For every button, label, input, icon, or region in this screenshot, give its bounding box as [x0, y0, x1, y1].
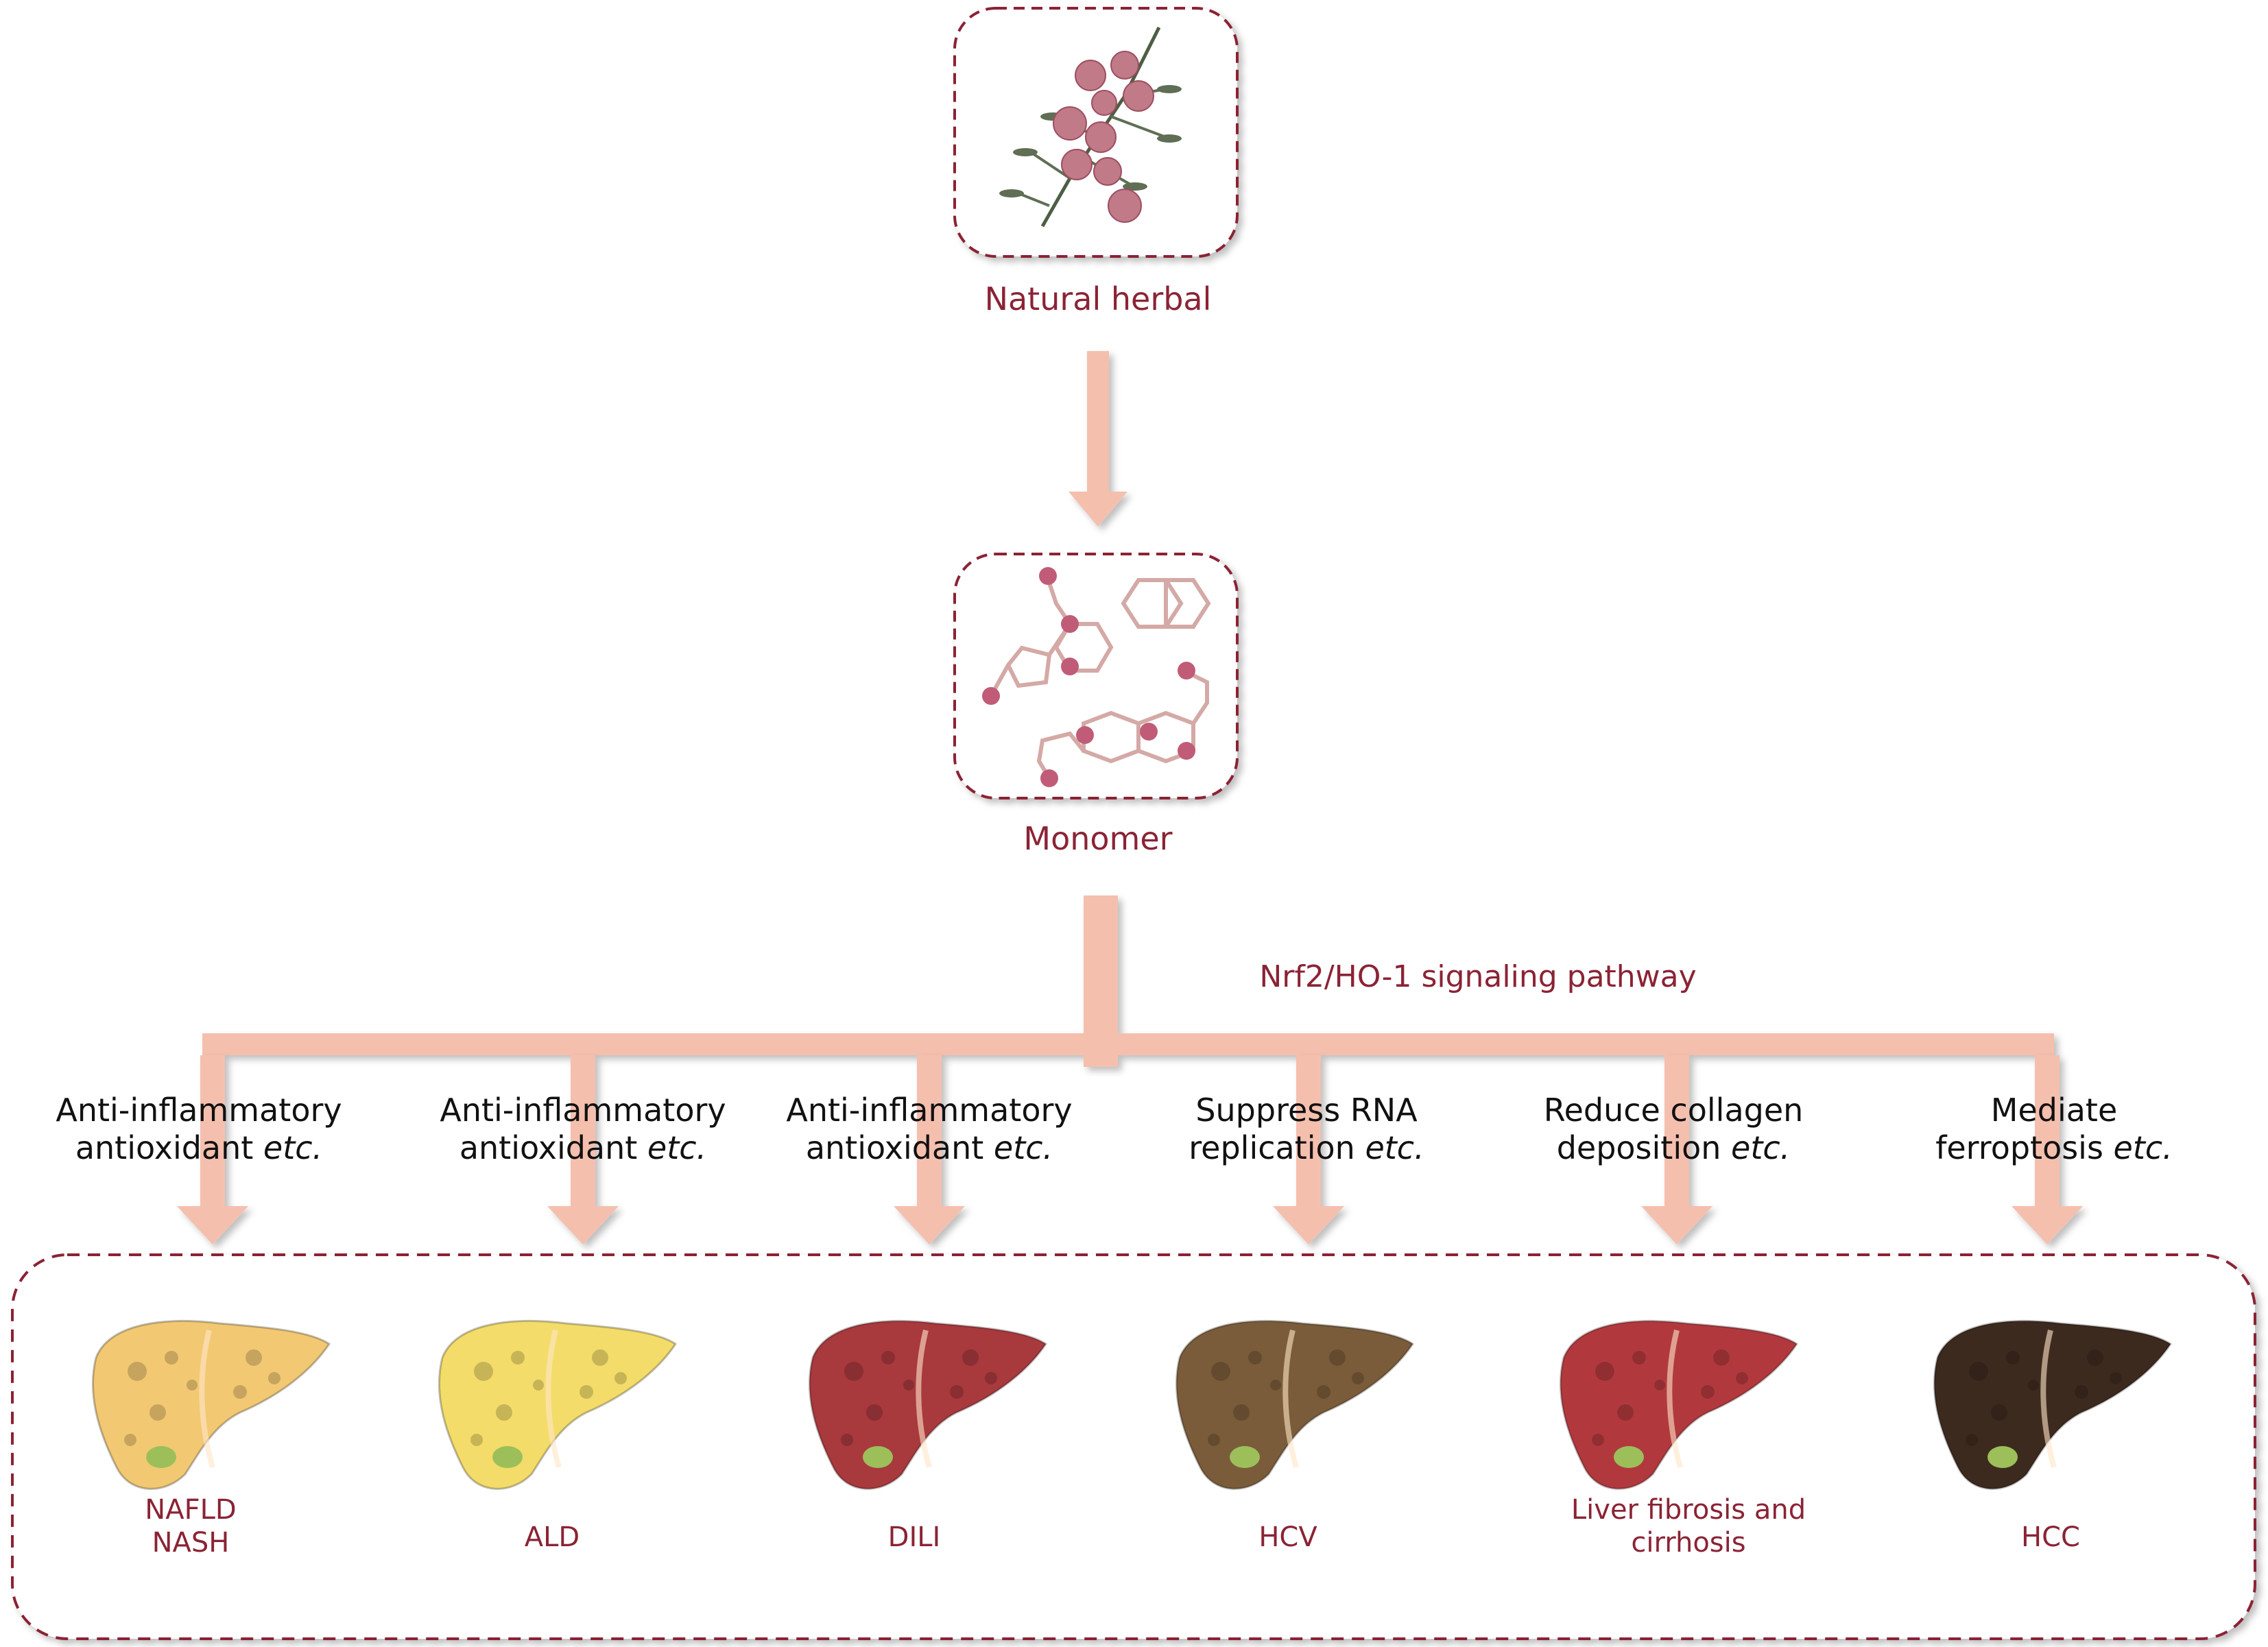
molecule-atoms	[982, 567, 1195, 787]
disease-label-2: ALD	[374, 1521, 730, 1554]
disease-label-3: DILI	[736, 1521, 1093, 1554]
arrow-to-disease-1	[177, 1055, 248, 1245]
herb-plant-icon	[999, 26, 1182, 228]
monomer-label: Monomer	[1023, 820, 1172, 857]
liver-icon-4	[1175, 1320, 1415, 1490]
arrow-to-disease-3	[894, 1055, 965, 1245]
disease-line1: Liver fibrosis and	[1571, 1494, 1806, 1526]
arrow-to-disease-4	[1273, 1055, 1344, 1245]
disease-line1: DILI	[887, 1522, 941, 1553]
molecule-icon	[989, 578, 1211, 780]
disease-line2: NASH	[152, 1527, 230, 1559]
branch-connector	[202, 895, 2054, 1067]
liver-icon-5	[1559, 1320, 1799, 1490]
effect-line1: Anti-inflammatory	[440, 1092, 726, 1129]
effect-etc: etc.	[1365, 1129, 1424, 1167]
disease-line1: ALD	[524, 1522, 580, 1553]
effect-line2-text: antioxidant	[805, 1129, 984, 1167]
disease-line2: cirrhosis	[1631, 1527, 1746, 1559]
effect-line2-text: replication	[1189, 1129, 1355, 1167]
arrow-to-disease-5	[1641, 1055, 1712, 1245]
disease-line1: HCV	[1258, 1522, 1317, 1553]
effect-line2: antioxidant etc.	[21, 1129, 377, 1167]
effect-line2: ferroptosis etc.	[1876, 1129, 2232, 1167]
effect-line1: Anti-inflammatory	[56, 1092, 342, 1129]
effect-line1: Suppress RNA	[1195, 1092, 1418, 1129]
liver-icon-2	[438, 1320, 678, 1490]
branch-arrows	[177, 1055, 2083, 1245]
disease-container	[11, 1253, 2256, 1640]
pathway-label: Nrf2/HO-1 signaling pathway	[1259, 959, 1696, 994]
effect-line1: Mediate	[1990, 1092, 2118, 1129]
effect-etc: etc.	[993, 1129, 1053, 1167]
disease-label-6: HCC	[1872, 1521, 2229, 1554]
disease-line1: NAFLD	[145, 1494, 237, 1526]
effect-etc: etc.	[1731, 1129, 1791, 1167]
effect-line2-text: antioxidant	[459, 1129, 638, 1167]
effect-etc: etc.	[263, 1129, 323, 1167]
liver-icon-6	[1933, 1320, 2173, 1490]
effect-line2: deposition etc.	[1495, 1129, 1852, 1167]
effect-line2: antioxidant etc.	[751, 1129, 1108, 1167]
liver-illustrations	[91, 1320, 2173, 1490]
effect-etc: etc.	[647, 1129, 707, 1167]
liver-icon-3	[808, 1320, 1048, 1490]
disease-label-4: HCV	[1110, 1521, 1466, 1554]
effect-line1: Reduce collagen	[1543, 1092, 1804, 1129]
disease-line1: HCC	[2021, 1522, 2080, 1553]
effect-line1: Anti-inflammatory	[786, 1092, 1073, 1129]
effect-line2-text: antioxidant	[75, 1129, 254, 1167]
effect-line2: antioxidant etc.	[405, 1129, 761, 1167]
arrow-to-disease-6	[2012, 1055, 2083, 1245]
effect-etc: etc.	[2113, 1129, 2173, 1167]
effect-line2: replication etc.	[1128, 1129, 1485, 1167]
liver-icon-1	[91, 1320, 331, 1490]
effect-line2-text: deposition	[1556, 1129, 1721, 1167]
herb-label: Natural herbal	[985, 280, 1212, 317]
arrow-to-disease-2	[547, 1055, 619, 1245]
arrow-herb-to-monomer	[1069, 351, 1127, 527]
effect-line2-text: ferroptosis	[1935, 1129, 2103, 1167]
